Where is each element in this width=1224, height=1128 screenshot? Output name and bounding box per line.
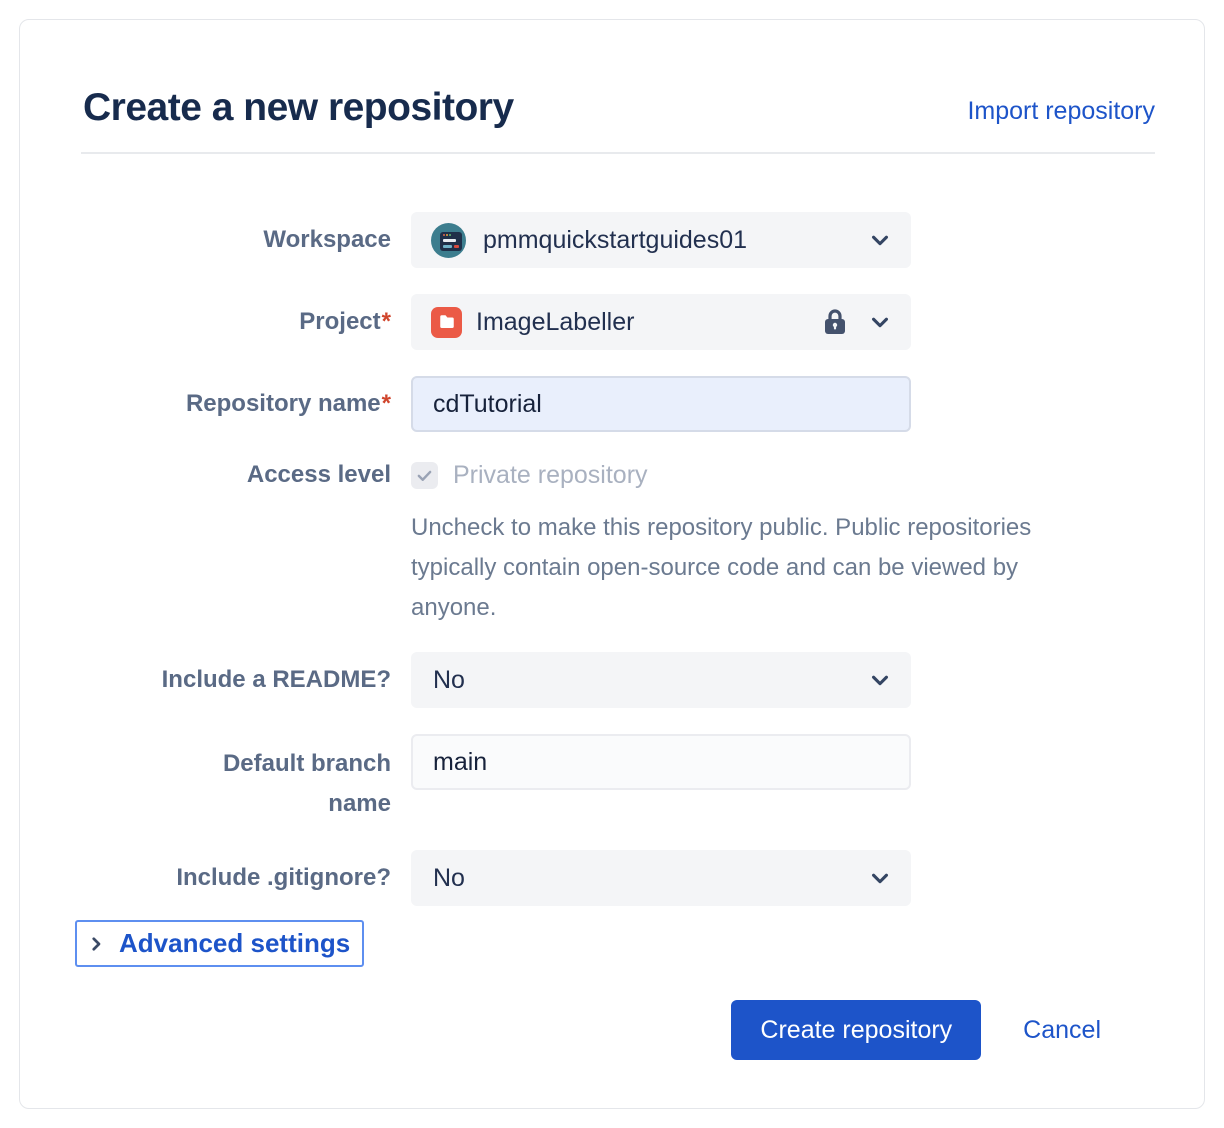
repository-name-label: Repository name* bbox=[185, 390, 391, 417]
lock-icon bbox=[825, 309, 845, 334]
gitignore-label: Include .gitignore? bbox=[176, 864, 391, 891]
workspace-row: Workspace pmmquickstartguides01 bbox=[81, 212, 1155, 268]
chevron-down-icon bbox=[872, 675, 888, 686]
readme-select[interactable]: No bbox=[411, 652, 911, 708]
header-divider bbox=[81, 152, 1155, 154]
dialog-footer: Create repository Cancel bbox=[81, 1000, 1155, 1060]
project-label: Project* bbox=[299, 308, 391, 335]
project-select[interactable]: ImageLabeller bbox=[411, 294, 911, 350]
default-branch-row: Default branch name bbox=[81, 734, 1155, 824]
project-row: Project* ImageLabeller bbox=[81, 294, 1155, 350]
project-value: ImageLabeller bbox=[476, 307, 635, 336]
create-repository-dialog: Create a new repository Import repositor… bbox=[19, 19, 1205, 1109]
access-level-field: Private repository Uncheck to make this … bbox=[411, 458, 1091, 628]
workspace-select[interactable]: pmmquickstartguides01 bbox=[411, 212, 911, 268]
readme-label: Include a README? bbox=[161, 666, 391, 693]
gitignore-select[interactable]: No bbox=[411, 850, 911, 906]
private-repository-checkbox bbox=[411, 461, 438, 489]
readme-row: Include a README? No bbox=[81, 652, 1155, 708]
workspace-avatar-icon bbox=[431, 222, 466, 258]
chevron-down-icon bbox=[872, 235, 888, 246]
required-asterisk: * bbox=[381, 390, 391, 417]
project-folder-icon bbox=[431, 306, 462, 338]
private-repository-label: Private repository bbox=[453, 460, 648, 489]
chevron-right-icon bbox=[92, 936, 101, 951]
default-branch-input[interactable] bbox=[411, 734, 911, 790]
import-repository-link[interactable]: Import repository bbox=[967, 97, 1155, 125]
default-branch-label: Default branch name bbox=[222, 750, 391, 817]
advanced-settings-toggle[interactable]: Advanced settings bbox=[75, 920, 365, 967]
access-level-label: Access level bbox=[246, 461, 391, 488]
repository-name-row: Repository name* bbox=[81, 376, 1155, 432]
cancel-button[interactable]: Cancel bbox=[1023, 1015, 1101, 1044]
advanced-settings-label: Advanced settings bbox=[119, 928, 351, 958]
workspace-value: pmmquickstartguides01 bbox=[483, 225, 748, 254]
private-repository-option: Private repository bbox=[411, 458, 1091, 492]
repository-name-input[interactable] bbox=[411, 376, 911, 432]
access-level-row: Access level Private repository Uncheck … bbox=[81, 458, 1155, 628]
checkmark-icon bbox=[417, 470, 432, 481]
create-repository-button[interactable]: Create repository bbox=[731, 1000, 982, 1060]
readme-value: No bbox=[433, 665, 465, 694]
workspace-label: Workspace bbox=[263, 226, 391, 253]
page-title: Create a new repository bbox=[83, 86, 514, 129]
advanced-settings-wrap: Advanced settings bbox=[75, 920, 1155, 967]
chevron-down-icon bbox=[872, 873, 888, 884]
create-repository-form: Workspace pmmquickstartguides01 Project* bbox=[75, 212, 1155, 1060]
required-asterisk: * bbox=[381, 308, 391, 335]
gitignore-row: Include .gitignore? No bbox=[81, 850, 1155, 906]
chevron-down-icon bbox=[872, 317, 888, 328]
access-level-help-text: Uncheck to make this repository public. … bbox=[411, 514, 1032, 621]
gitignore-value: No bbox=[433, 863, 465, 892]
dialog-header: Create a new repository Import repositor… bbox=[81, 86, 1155, 130]
